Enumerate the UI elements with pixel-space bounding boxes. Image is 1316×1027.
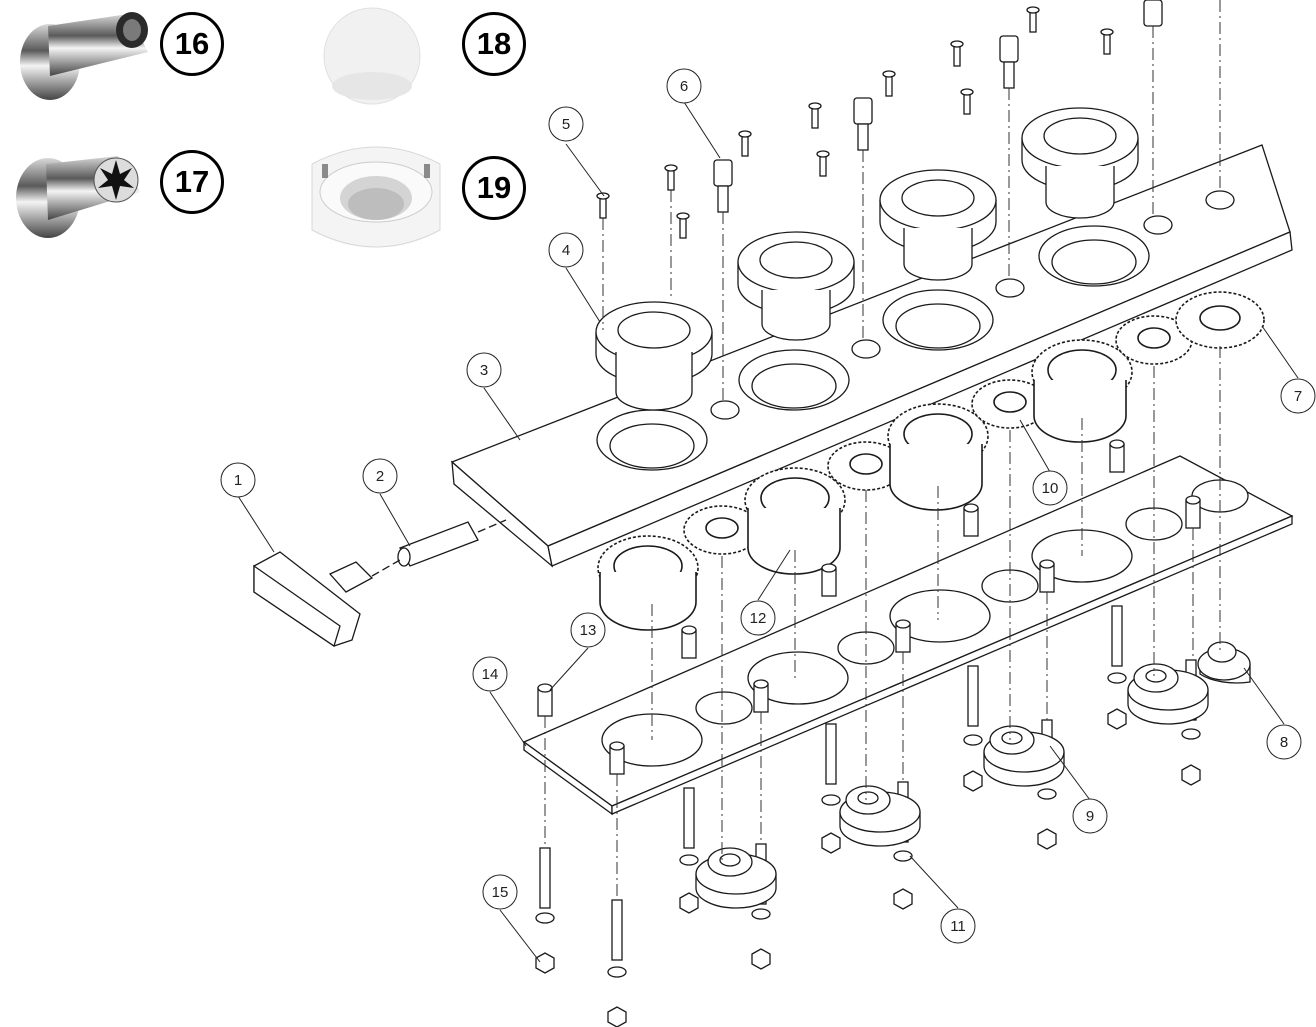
callout-9: 9 <box>1072 798 1108 834</box>
svg-text:9: 9 <box>1086 808 1094 825</box>
svg-text:4: 4 <box>562 242 570 259</box>
callout-14: 14 <box>472 656 508 692</box>
photo-callout-18: 18 <box>462 12 526 76</box>
svg-text:11: 11 <box>950 918 966 935</box>
callout-4: 4 <box>548 232 584 268</box>
svg-text:7: 7 <box>1294 388 1302 405</box>
callout-6: 6 <box>666 68 702 104</box>
photo-callout-19: 19 <box>462 156 526 220</box>
callout-1: 1 <box>220 462 256 498</box>
callout-15: 15 <box>482 874 518 910</box>
svg-text:10: 10 <box>1042 480 1059 497</box>
callout-5: 5 <box>548 106 584 142</box>
pin-part-2 <box>397 521 479 567</box>
svg-text:1: 1 <box>234 472 242 489</box>
svg-text:5: 5 <box>562 116 570 133</box>
callout-7: 7 <box>1280 378 1316 414</box>
spacers-part-13 <box>537 439 1201 775</box>
callout-12: 12 <box>740 600 776 636</box>
svg-text:6: 6 <box>680 78 688 95</box>
svg-text:13: 13 <box>580 622 597 639</box>
top-bar-part-3 <box>450 144 1293 568</box>
svg-text:2: 2 <box>376 468 384 485</box>
svg-text:3: 3 <box>480 362 488 379</box>
leader-lines <box>237 101 1299 963</box>
photo-callout-16: 16 <box>160 12 224 76</box>
callout-3: 3 <box>466 352 502 388</box>
callout-13: 13 <box>570 612 606 648</box>
svg-text:12: 12 <box>750 610 767 627</box>
white-bushing-photo <box>311 146 441 248</box>
flange-bushings-part-4 <box>595 107 1139 411</box>
gears-parts-7-10-12 <box>597 291 1265 631</box>
callout-8: 8 <box>1266 724 1302 760</box>
studs-and-nuts-parts-9-11-15 <box>535 605 1201 1027</box>
callout-11: 11 <box>940 908 976 944</box>
callout-2: 2 <box>362 458 398 494</box>
center-lines <box>544 0 1221 900</box>
callout-10: 10 <box>1032 470 1068 506</box>
svg-text:8: 8 <box>1280 734 1288 751</box>
svg-text:15: 15 <box>492 884 509 901</box>
screws-parts-5-6 <box>596 0 1163 239</box>
white-disc-photo <box>323 7 421 105</box>
svg-text:14: 14 <box>482 666 499 683</box>
lower-bushings-part-8 <box>695 641 1251 909</box>
nozzle-round-photo <box>20 12 148 100</box>
photo-callout-17: 17 <box>160 150 224 214</box>
nozzle-star-photo <box>16 156 140 238</box>
t-handle-part-1 <box>253 551 374 648</box>
